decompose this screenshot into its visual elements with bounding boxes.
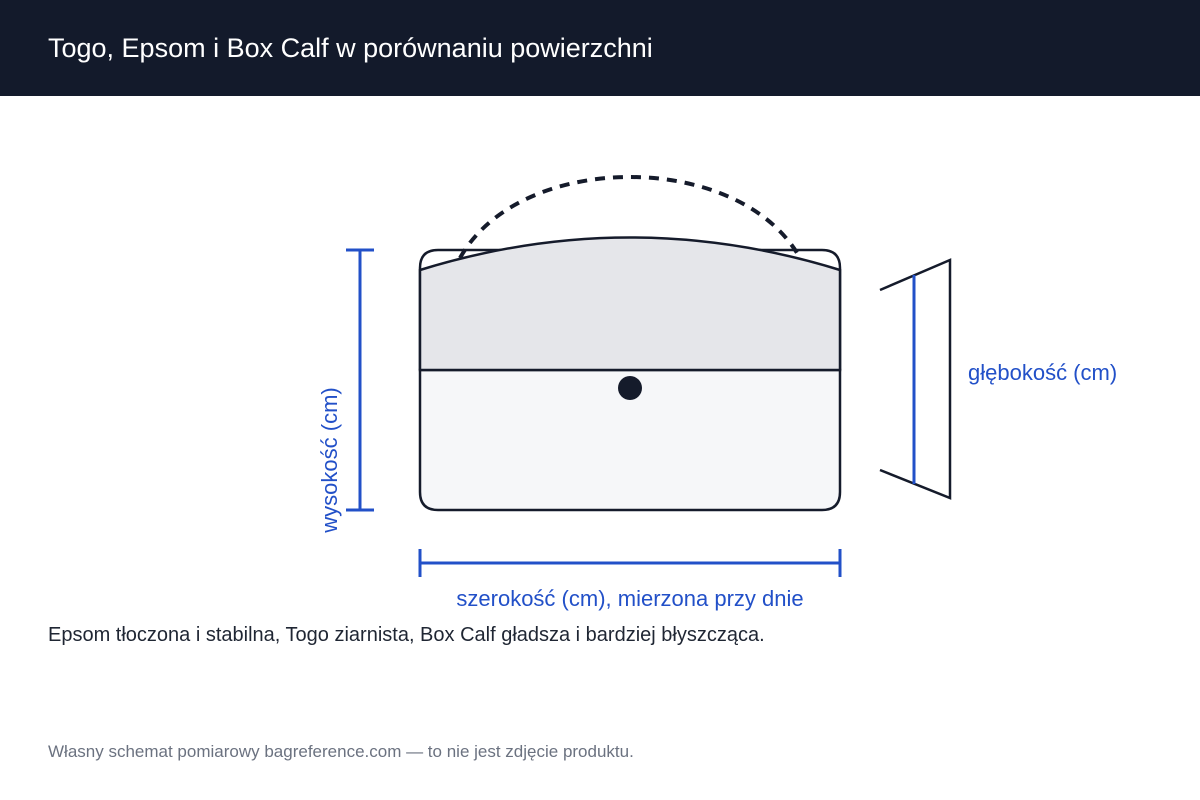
- bag-body: [418, 368, 842, 512]
- height-dimension: [346, 248, 374, 512]
- height-label: wysokość (cm): [317, 387, 342, 533]
- bag-clasp: [618, 376, 642, 400]
- width-dimension: [418, 549, 842, 577]
- caption-text: Epsom tłoczona i stabilna, Togo ziarnist…: [48, 624, 765, 646]
- depth-label: głębokość (cm): [968, 360, 1117, 385]
- bag-flap: [418, 236, 842, 372]
- footnote-text: Własny schemat pomiarowy bagreference.co…: [48, 742, 634, 761]
- width-label: szerokość (cm), mierzona przy dnie: [456, 586, 803, 611]
- page-title: Togo, Epsom i Box Calf w porównaniu powi…: [48, 33, 653, 63]
- bag-handle: [458, 175, 802, 259]
- header-bar: Togo, Epsom i Box Calf w porównaniu powi…: [0, 0, 1200, 96]
